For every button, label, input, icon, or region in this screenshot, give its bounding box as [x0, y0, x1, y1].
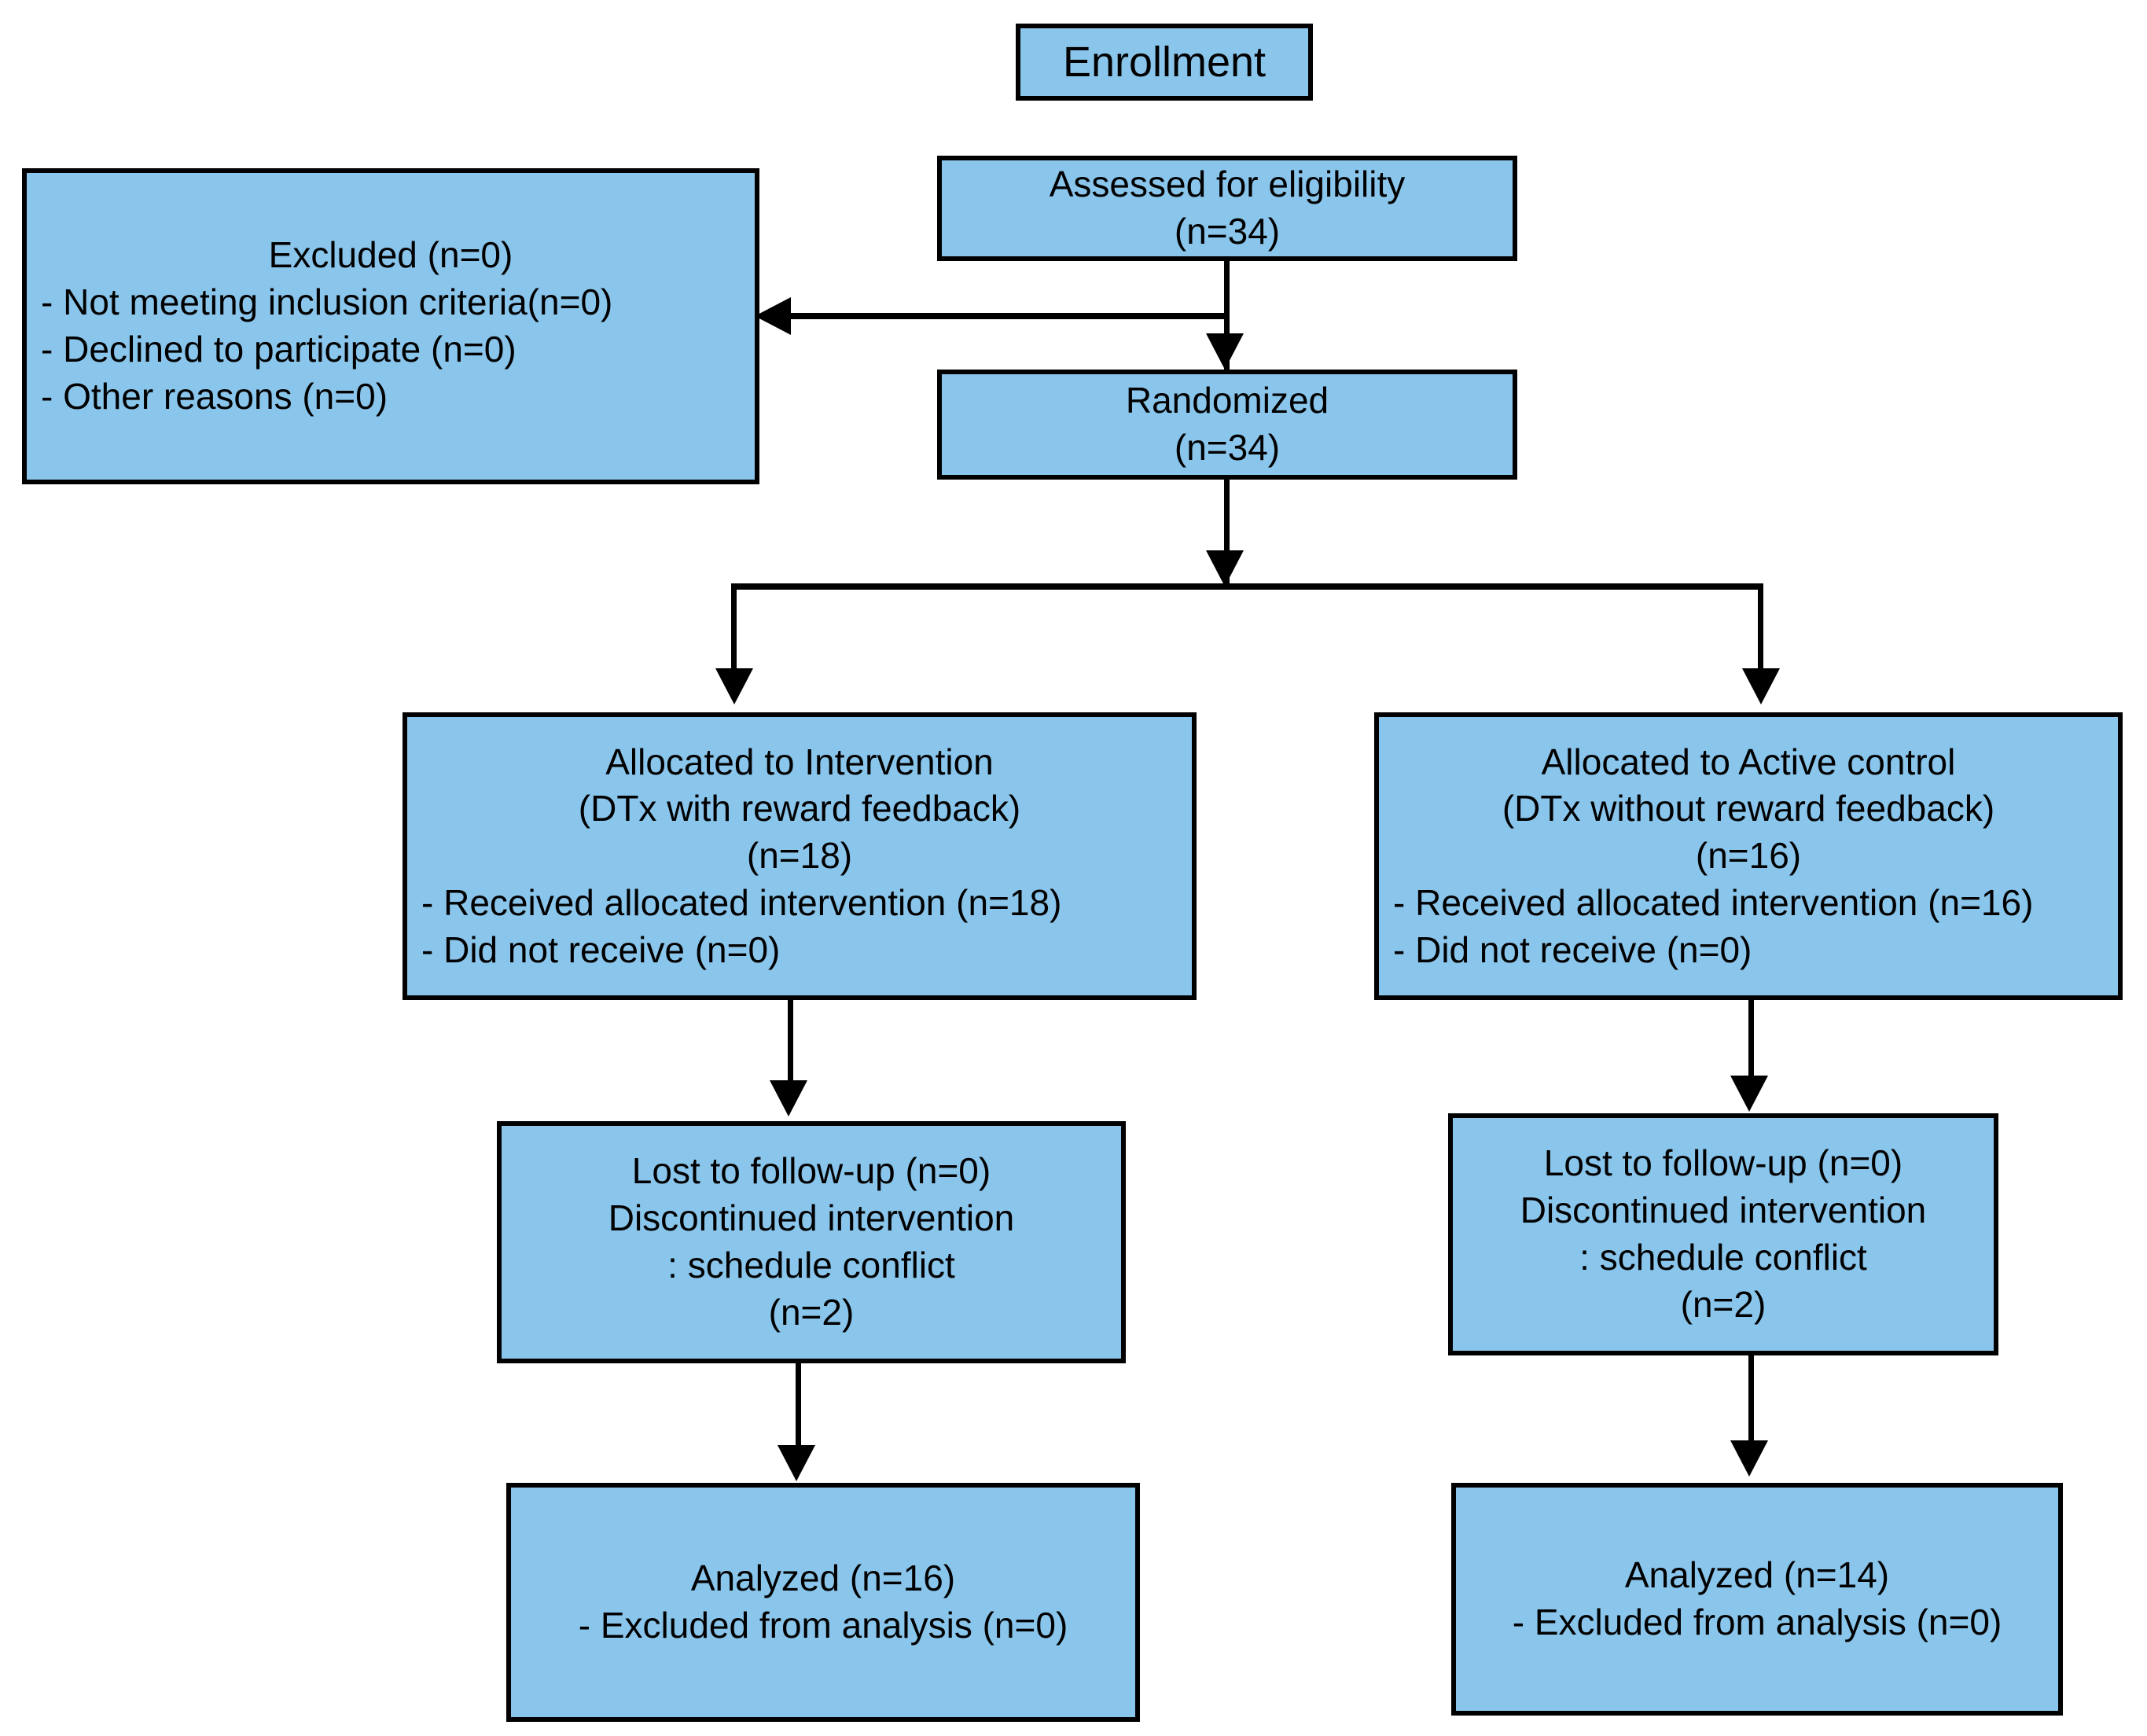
- followup-left-discontinued: Discontinued intervention: [608, 1197, 1015, 1239]
- analyzed-active-control-box: Analyzed (n=14) - Excluded from analysis…: [1451, 1483, 2063, 1716]
- excluded-reason-other: - Other reasons (n=0): [41, 375, 388, 417]
- connector-followup-right-to-analyzed-line: [1748, 1355, 1754, 1447]
- analyzed-right-excluded: - Excluded from analysis (n=0): [1512, 1602, 2002, 1642]
- followup-left-lost: Lost to follow-up (n=0): [631, 1150, 991, 1192]
- alloc-right-not-received: - Did not receive (n=0): [1393, 929, 1752, 970]
- connector-followup-left-to-analyzed-line: [796, 1363, 801, 1451]
- assessed-count: (n=34): [1174, 211, 1281, 252]
- analyzed-left-excluded: - Excluded from analysis (n=0): [578, 1605, 1068, 1646]
- followup-left-reason: : schedule conflict: [667, 1245, 955, 1285]
- enrollment-header-box: Enrollment: [1016, 24, 1313, 101]
- allocated-to-active-control-box: Allocated to Active control (DTx without…: [1374, 712, 2123, 1000]
- alloc-left-title: Allocated to Intervention: [605, 741, 994, 782]
- followup-right-discontinued: Discontinued intervention: [1520, 1190, 1927, 1231]
- enrollment-label: Enrollment: [1062, 38, 1267, 86]
- connector-assessed-to-randomized-arrowhead: [1206, 333, 1244, 370]
- followup-active-control-box: Lost to follow-up (n=0) Discontinued int…: [1448, 1113, 1998, 1355]
- analyzed-intervention-box: Analyzed (n=16) - Excluded from analysis…: [506, 1483, 1140, 1722]
- connector-split-left-arrowhead: [715, 668, 753, 704]
- alloc-left-count: (n=18): [746, 835, 853, 877]
- alloc-right-arm: (DTx without reward feedback): [1502, 788, 1995, 829]
- alloc-right-title: Allocated to Active control: [1541, 741, 1956, 782]
- allocated-to-intervention-box: Allocated to Intervention (DTx with rewa…: [403, 712, 1197, 1000]
- connector-followup-left-to-analyzed-arrowhead: [778, 1445, 815, 1481]
- connector-alloc-right-to-followup-arrowhead: [1730, 1076, 1768, 1112]
- alloc-left-arm: (DTx with reward feedback): [578, 788, 1021, 829]
- analyzed-left-count: Analyzed (n=16): [690, 1558, 956, 1599]
- excluded-box: Excluded (n=0) - Not meeting inclusion c…: [22, 168, 759, 484]
- excluded-title: Excluded (n=0): [268, 234, 513, 276]
- connector-split-right-line: [1758, 583, 1763, 678]
- connector-followup-right-to-analyzed-arrowhead: [1730, 1440, 1768, 1477]
- excluded-reason-declined: - Declined to participate (n=0): [41, 329, 517, 370]
- randomized-title: Randomized: [1125, 380, 1329, 421]
- randomized-box: Randomized (n=34): [937, 370, 1517, 480]
- connector-to-excluded-arrowhead: [755, 297, 791, 335]
- alloc-left-not-received: - Did not receive (n=0): [421, 929, 781, 970]
- connector-alloc-right-to-followup-line: [1748, 1000, 1754, 1082]
- connector-assessed-to-randomized-line: [1224, 261, 1230, 373]
- followup-right-reason: : schedule conflict: [1579, 1237, 1867, 1278]
- excluded-reason-inclusion-criteria: - Not meeting inclusion criteria(n=0): [41, 281, 613, 323]
- connector-randomized-to-split-line: [1224, 480, 1230, 583]
- followup-left-count: (n=2): [768, 1291, 855, 1333]
- connector-to-excluded-line: [788, 313, 1226, 319]
- assessed-title: Assessed for eligibility: [1049, 164, 1406, 205]
- analyzed-right-count: Analyzed (n=14): [1624, 1554, 1890, 1596]
- connector-split-right-arrowhead: [1742, 668, 1780, 704]
- alloc-right-count: (n=16): [1695, 835, 1802, 877]
- followup-right-count: (n=2): [1680, 1283, 1766, 1325]
- connector-alloc-left-to-followup-line: [788, 1000, 793, 1087]
- connector-allocation-split-bar: [731, 583, 1763, 590]
- followup-right-lost: Lost to follow-up (n=0): [1543, 1142, 1903, 1184]
- alloc-left-received: - Received allocated intervention (n=18): [421, 881, 1062, 923]
- alloc-right-received: - Received allocated intervention (n=16): [1393, 881, 2034, 923]
- connector-split-left-line: [731, 583, 737, 678]
- randomized-count: (n=34): [1174, 427, 1281, 468]
- assessed-for-eligibility-box: Assessed for eligibility (n=34): [937, 156, 1517, 261]
- connector-alloc-left-to-followup-arrowhead: [770, 1080, 807, 1116]
- connector-randomized-to-split-arrowhead: [1206, 550, 1244, 587]
- followup-intervention-box: Lost to follow-up (n=0) Discontinued int…: [497, 1121, 1126, 1363]
